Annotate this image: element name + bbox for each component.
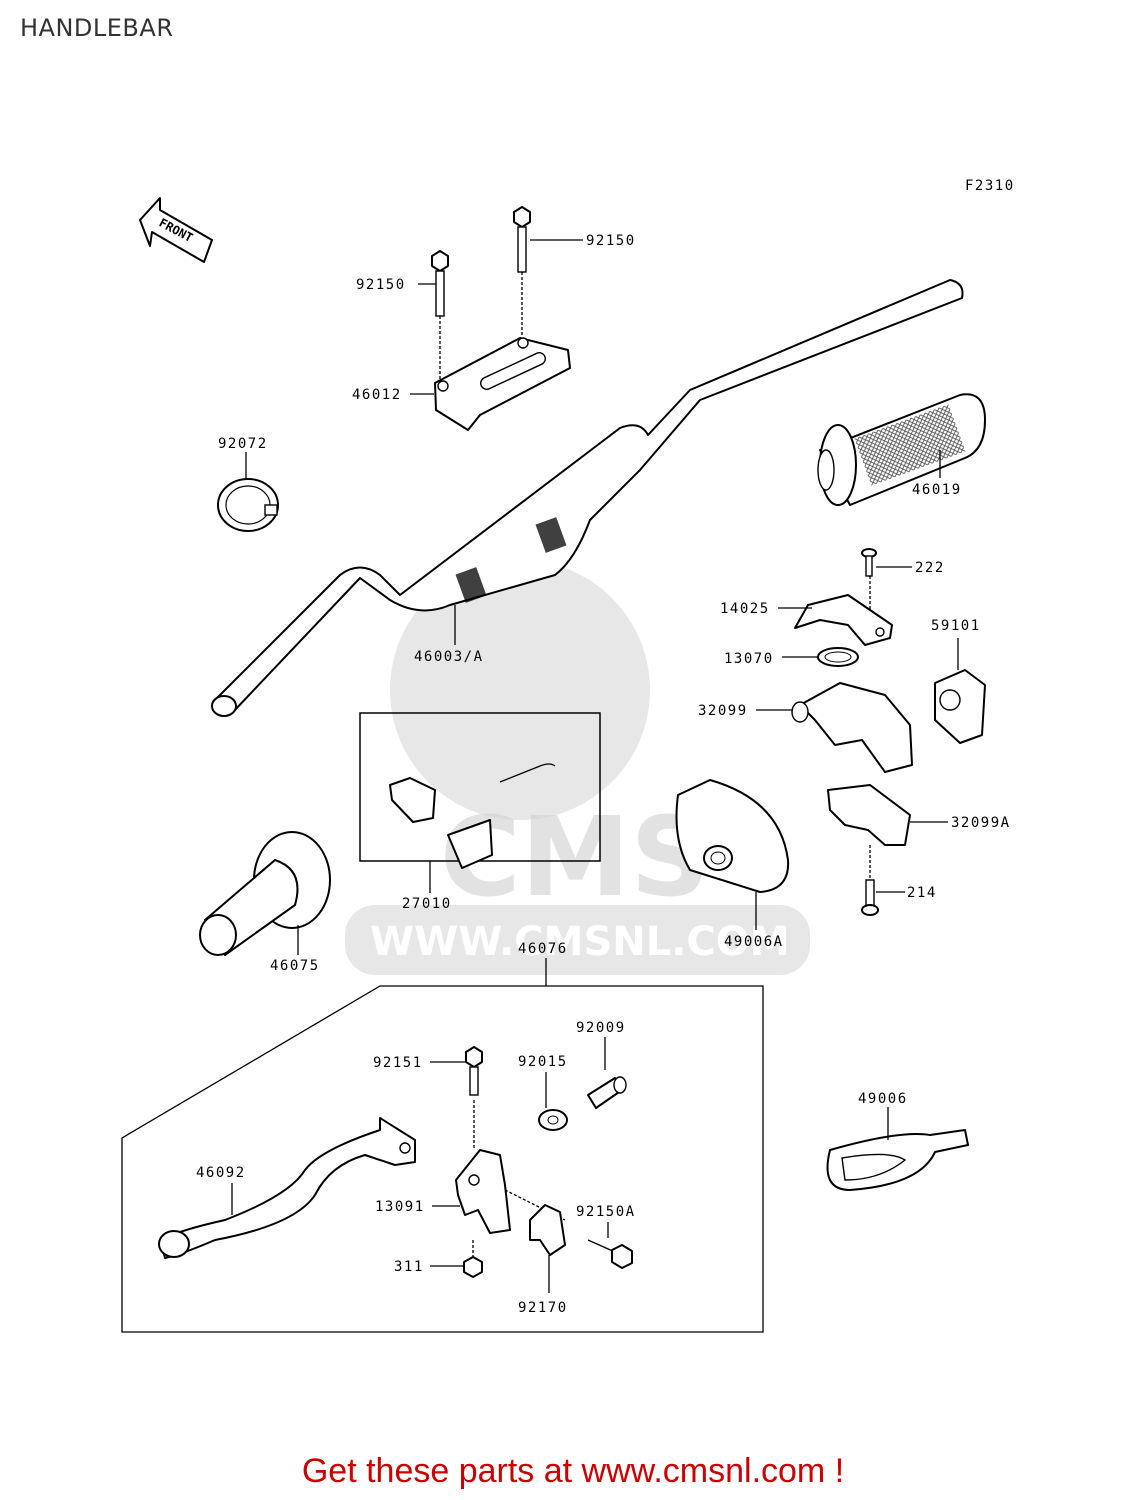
adjuster-92009	[587, 1037, 627, 1109]
grip-46019	[817, 393, 986, 506]
label-59101: 59101	[931, 618, 981, 634]
bottle-49006	[826, 1107, 969, 1191]
label-92170: 92170	[518, 1300, 568, 1316]
clamp-59101	[934, 638, 986, 744]
bolt-92151	[430, 1046, 483, 1150]
label-32099: 32099	[698, 703, 748, 719]
page-title: HANDLEBAR	[20, 14, 174, 42]
footer-link[interactable]: Get these parts at www.cmsnl.com !	[301, 1452, 845, 1490]
label-46075: 46075	[270, 958, 320, 974]
housing-32099	[756, 682, 913, 773]
label-32099A: 32099A	[951, 815, 1011, 831]
label-46019: 46019	[912, 482, 962, 498]
label-92150: 92150	[586, 233, 636, 249]
bracket-13091	[432, 1149, 566, 1234]
bolt-92150A	[587, 1222, 633, 1269]
label-92150A: 92150A	[576, 1204, 636, 1220]
label-92072: 92072	[218, 436, 268, 452]
plate-14025	[778, 594, 893, 646]
label-46012: 46012	[352, 387, 402, 403]
label-92150: 92150	[356, 277, 406, 293]
label-92009: 92009	[576, 1020, 626, 1036]
switch-kit-27010	[359, 712, 601, 893]
band-92072	[217, 452, 279, 532]
handlebar-46003A	[211, 279, 964, 717]
watermark: CMS WWW.CMSNL.COM	[345, 560, 810, 975]
figure-code: F2310	[965, 178, 1015, 194]
label-13070: 13070	[724, 651, 774, 667]
watermark-url: WWW.CMSNL.COM	[370, 919, 790, 965]
label-27010: 27010	[402, 896, 452, 912]
clamp-46012	[410, 337, 571, 431]
label-13091: 13091	[375, 1199, 425, 1215]
label-311: 311	[394, 1259, 424, 1275]
bolt-92150-right	[513, 206, 583, 335]
bolt-92150-left	[418, 250, 449, 380]
cover-49006A	[675, 779, 790, 930]
nut-92015	[538, 1072, 568, 1131]
label-49006: 49006	[858, 1091, 908, 1107]
screw-214	[861, 879, 905, 916]
housing-32099A	[827, 784, 948, 880]
label-46076: 46076	[518, 941, 568, 957]
label-92151: 92151	[373, 1055, 423, 1071]
label-46003A: 46003/A	[414, 649, 484, 665]
label-46092: 46092	[196, 1165, 246, 1181]
label-92015: 92015	[518, 1054, 568, 1070]
spring-13070	[782, 647, 859, 667]
lever-assembly-46076	[121, 958, 764, 1333]
lever-46092	[158, 1117, 416, 1259]
part-labels: 92150 92150 46012 92072 46003/A 46019 22…	[196, 233, 1011, 1316]
nut-311	[430, 1240, 483, 1278]
grip-46075	[199, 831, 331, 956]
label-14025: 14025	[720, 601, 770, 617]
label-49006A: 49006A	[724, 934, 784, 950]
label-222: 222	[915, 560, 945, 576]
front-arrow-icon: FRONT	[139, 197, 213, 263]
label-214: 214	[907, 885, 937, 901]
holder-92170	[529, 1204, 566, 1293]
